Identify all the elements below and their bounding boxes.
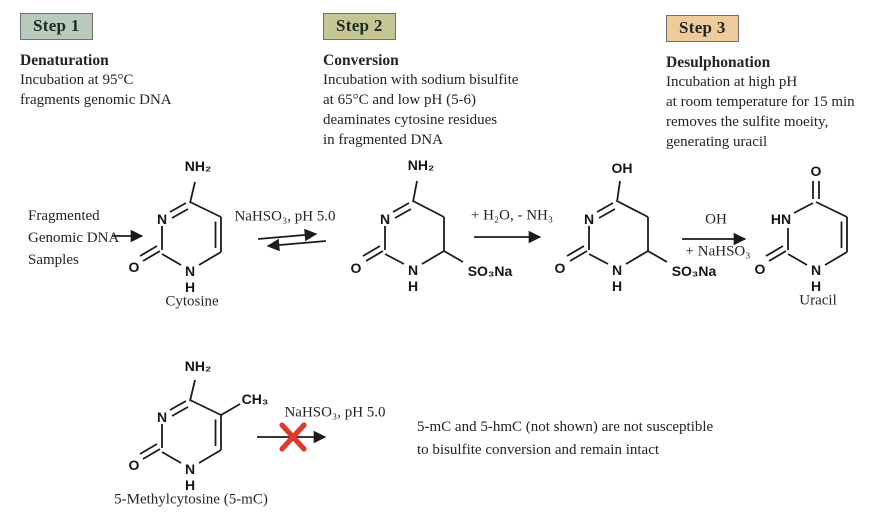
desulphonation-arrow-label-top: OH: [705, 211, 727, 228]
step-2-line: Incubation with sodium bisulfite: [323, 72, 519, 88]
methylcytosine-skeleton: [139, 379, 241, 464]
desulphonation-arrow-label-bottom: + NaHSO₃: [685, 243, 751, 260]
usulf-oh-label: OH: [611, 160, 633, 176]
mc-o-label: O: [128, 457, 140, 473]
mc-h-label: H: [184, 477, 196, 493]
step-2-line: in fragmented DNA: [323, 132, 443, 148]
bisulfite-arrow-label: NaHSO₃, pH 5.0: [234, 208, 336, 225]
blocked-note-line: 5-mC and 5-hmC (not shown) are not susce…: [417, 419, 714, 435]
uracil-hn-label: HN: [770, 211, 792, 227]
input-sample-line: Genomic DNA: [28, 230, 120, 246]
uracil-skeleton: [765, 181, 848, 266]
uracil-n1-label: N: [810, 262, 822, 278]
mc-ch3-label: CH₃: [241, 391, 269, 407]
uracil-caption: Uracil: [799, 292, 837, 309]
input-sample-line: Samples: [28, 252, 79, 268]
mc-nh2-label: NH₂: [184, 358, 212, 374]
blocked-arrow-label: NaHSO₃, pH 5.0: [284, 404, 386, 421]
methylcytosine-caption: 5-Methylcytosine (5-mC): [114, 491, 268, 508]
step-2-block: Step 2 Conversion Incubation with sodium…: [323, 13, 518, 150]
step-3-title: Desulphonation: [666, 54, 771, 71]
equilibrium-arrows: [257, 228, 327, 252]
adduct-h-label: H: [407, 278, 419, 294]
step-3-block: Step 3 Desulphonation Incubation at high…: [666, 15, 855, 152]
step-2-line: at 65°C and low pH (5-6): [323, 92, 477, 108]
step-1-badge: Step 1: [20, 13, 93, 40]
uracil-o-left-label: O: [754, 261, 766, 277]
usulf-n1-label: N: [611, 262, 623, 278]
cytosine-sulfonate-skeleton: [362, 180, 464, 265]
step-3-line: Incubation at high pH: [666, 74, 798, 90]
step-1-block: Step 1 Denaturation Incubation at 95°C f…: [20, 13, 172, 110]
cytosine-caption: Cytosine: [165, 293, 219, 310]
uracil-sulfonate-skeleton: [566, 180, 668, 265]
step-3-line: at room temperature for 15 min: [666, 94, 855, 110]
step-2-badge: Step 2: [323, 13, 396, 40]
step-1-title: Denaturation: [20, 52, 109, 69]
deamination-arrow-label: + H₂O, - NH₃: [470, 207, 554, 224]
input-sample-label: Fragmented Genomic DNA Samples: [28, 205, 119, 271]
uracil-h-label: H: [810, 278, 822, 294]
adduct-n3-label: N: [379, 211, 391, 227]
usulf-n3-label: N: [583, 211, 595, 227]
step-1-line: fragments genomic DNA: [20, 92, 172, 108]
step-2-title: Conversion: [323, 52, 399, 69]
uracil-o-top-label: O: [810, 163, 822, 179]
mc-n3-label: N: [156, 409, 168, 425]
cytosine-skeleton: [139, 181, 222, 266]
step-3-line: removes the sulfite moeity,: [666, 114, 829, 130]
usulf-so3na-label: SO₃Na: [671, 263, 717, 279]
adduct-o-label: O: [350, 260, 362, 276]
blocked-note-line: to bisulfite conversion and remain intac…: [417, 442, 660, 458]
blocked-note: 5-mC and 5-hmC (not shown) are not susce…: [417, 416, 713, 462]
input-sample-line: Fragmented: [28, 208, 100, 224]
step-1-line: Incubation at 95°C: [20, 72, 134, 88]
step-3-badge: Step 3: [666, 15, 739, 42]
cytosine-n1-label: N: [184, 263, 196, 279]
blocked-x-icon: [279, 422, 307, 452]
adduct-nh2-label: NH₂: [407, 157, 435, 173]
cytosine-nh2-label: NH₂: [184, 158, 212, 174]
cytosine-h-label: H: [184, 279, 196, 295]
usulf-o-label: O: [554, 260, 566, 276]
adduct-n1-label: N: [407, 262, 419, 278]
step-2-line: deaminates cytosine residues: [323, 112, 498, 128]
cytosine-n3-label: N: [156, 211, 168, 227]
adduct-so3na-label: SO₃Na: [467, 263, 513, 279]
mc-n1-label: N: [184, 461, 196, 477]
cytosine-o-label: O: [128, 259, 140, 275]
usulf-h-label: H: [611, 278, 623, 294]
step-3-line: generating uracil: [666, 134, 768, 150]
